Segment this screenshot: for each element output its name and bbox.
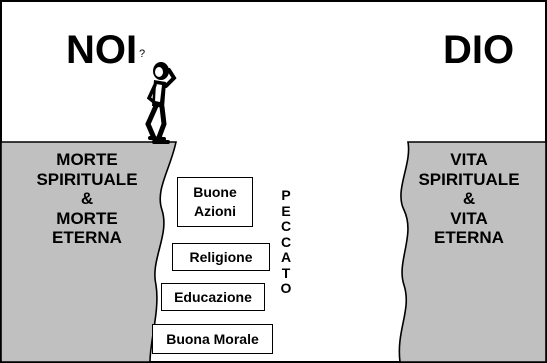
- left-cliff-line: ETERNA: [52, 228, 122, 247]
- right-cliff-line: ETERNA: [434, 228, 504, 247]
- step-box-religione: Religione: [172, 243, 270, 271]
- question-mark: ?: [139, 48, 146, 60]
- left-cliff-label: MORTE SPIRITUALE & MORTE ETERNA: [22, 150, 152, 248]
- left-title: NOI: [66, 28, 138, 72]
- left-cliff-line: MORTE: [56, 208, 118, 228]
- right-cliff-line: VITA: [450, 150, 488, 169]
- right-cliff-line: VITA: [450, 208, 488, 228]
- left-cliff-line: SPIRITUALE: [36, 169, 138, 189]
- right-cliff-line: SPIRITUALE: [418, 169, 520, 189]
- right-cliff-label: VITA SPIRITUALE & VITA ETERNA: [404, 150, 534, 248]
- confused-person-icon: [145, 62, 177, 144]
- gap-label: PECCATO: [280, 187, 292, 296]
- right-cliff-line: &: [462, 189, 476, 208]
- right-cliff: [398, 141, 547, 363]
- left-cliff-line: &: [80, 189, 94, 208]
- step-box-buone-azioni: Buone Azioni: [177, 177, 253, 227]
- step-box-buona-morale: Buona Morale: [152, 324, 273, 354]
- left-cliff-line: MORTE: [56, 150, 118, 169]
- right-title: DIO: [443, 28, 515, 72]
- step-box-educazione: Educazione: [161, 283, 265, 311]
